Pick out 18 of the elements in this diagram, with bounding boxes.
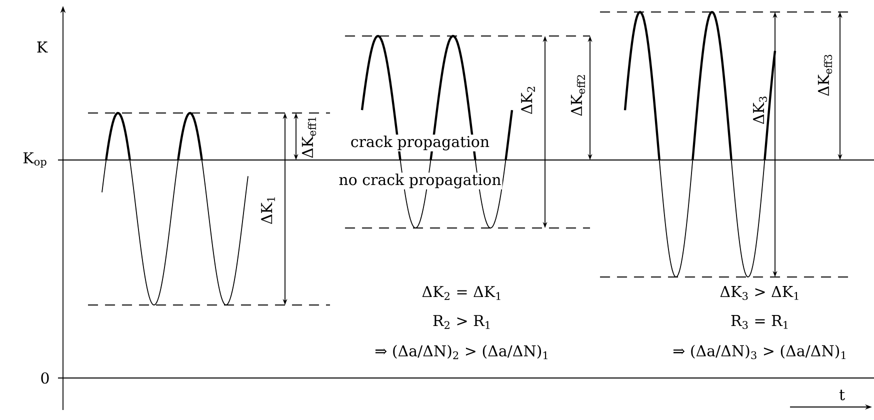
axis-label: 0 (41, 372, 49, 384)
dimension-label: ΔK$_{2}$ (521, 86, 535, 114)
dimension-label: ΔK$_{eff1}$ (302, 118, 316, 158)
relation-text: R$_{2}$ > R$_{1}$ (433, 315, 490, 329)
axis-label: K (37, 42, 48, 52)
region-label: crack propagation (349, 134, 491, 152)
dimension-label: ΔK$_{3}$ (753, 96, 767, 124)
axis-label: K$_{op}$ (23, 152, 46, 168)
dimension-label: ΔK$_{1}$ (261, 197, 275, 224)
axis-label: t (839, 390, 845, 400)
dimension-label: ΔK$_{eff2}$ (570, 75, 586, 116)
relation-text: R$_{3}$ = R$_{1}$ (731, 315, 788, 329)
relation-text: ⇒ (Δa/ΔN)$_{3}$ > (Δa/ΔN)$_{1}$ (673, 344, 846, 360)
relation-text: ΔK$_{3}$ > ΔK$_{1}$ (720, 286, 798, 300)
region-label: no crack propagation (338, 172, 502, 190)
relation-text: ΔK$_{2}$ = ΔK$_{1}$ (422, 286, 500, 300)
relation-text: ⇒ (Δa/ΔN)$_{2}$ > (Δa/ΔN)$_{1}$ (375, 344, 548, 360)
dimension-label: ΔK$_{eff3}$ (818, 54, 832, 96)
